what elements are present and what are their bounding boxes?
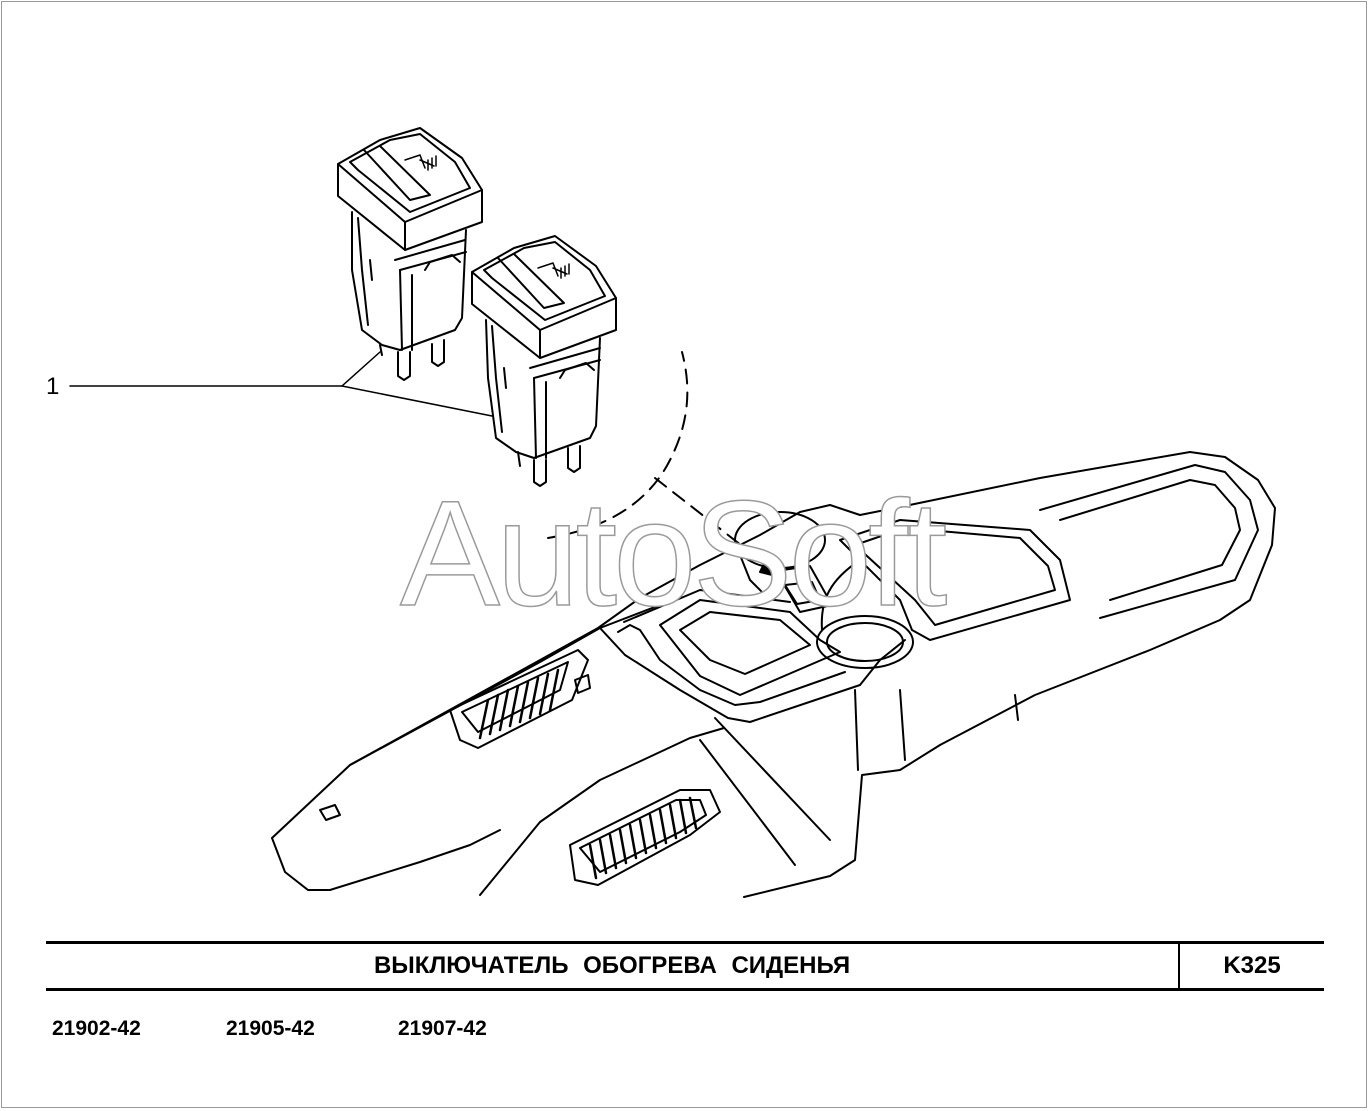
upper-vent-louvers xyxy=(478,668,560,740)
title-divider xyxy=(1178,944,1180,988)
seat-heater-switch-b xyxy=(471,235,617,487)
watermark: AutoSoft xyxy=(399,469,948,637)
diagram-code: K325 xyxy=(1223,952,1281,979)
model-number: 21905-42 xyxy=(226,1017,315,1040)
center-console xyxy=(271,451,1276,898)
callout-label-1: 1 xyxy=(46,373,60,400)
applicable-models: 21902-42 21905-42 21907-42 xyxy=(0,1017,1370,1043)
diagram-title: ВЫКЛЮЧАТЕЛЬ ОБОГРЕВА СИДЕНЬЯ xyxy=(373,952,851,979)
model-number: 21907-42 xyxy=(398,1017,487,1040)
installation-indicator xyxy=(547,351,779,575)
exploded-diagram xyxy=(69,127,1276,898)
lower-vent-louvers xyxy=(588,796,698,880)
model-number: 21902-42 xyxy=(52,1017,141,1040)
callout-leader xyxy=(69,351,493,417)
title-block: ВЫКЛЮЧАТЕЛЬ ОБОГРЕВА СИДЕНЬЯ K325 xyxy=(46,941,1324,991)
arrow-head xyxy=(759,559,785,579)
seat-heater-switch-a xyxy=(337,127,483,381)
